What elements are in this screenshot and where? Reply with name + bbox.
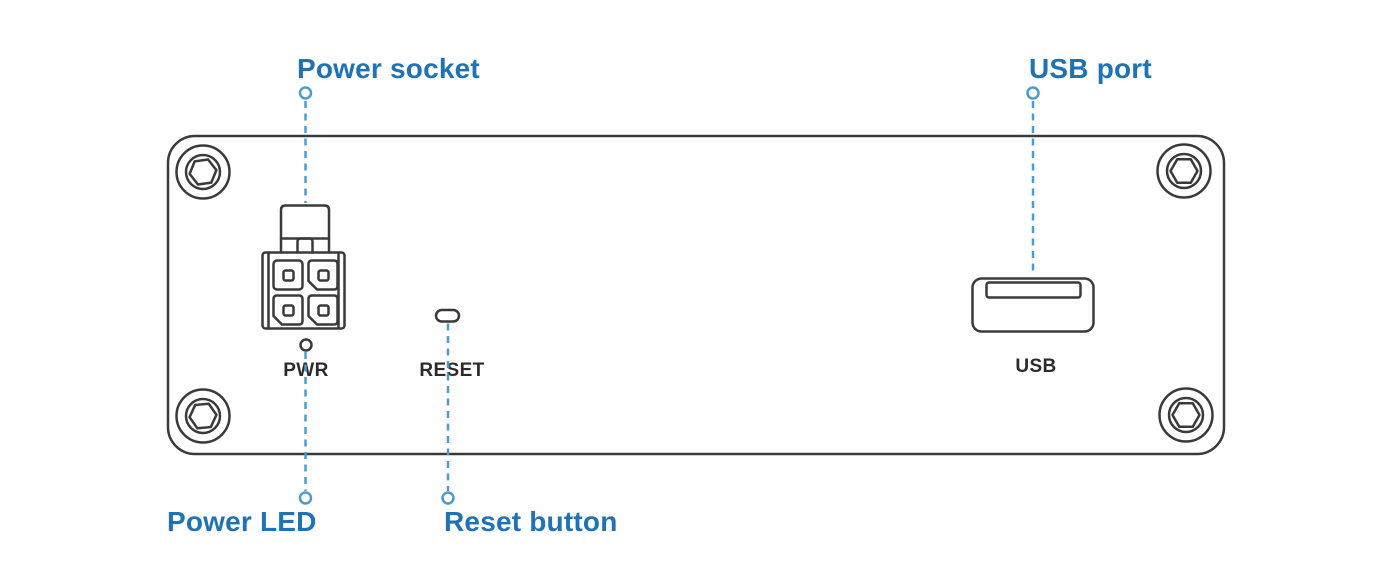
pin xyxy=(282,304,295,317)
leader-dot xyxy=(298,86,313,100)
callout-label-power-led: Power LED xyxy=(167,506,317,537)
pin xyxy=(317,269,330,282)
callout-label-usb-port: USB port xyxy=(1029,53,1152,84)
power-led-indicator xyxy=(299,338,313,352)
leader-dot xyxy=(1026,86,1040,100)
pin-cavity xyxy=(307,259,339,291)
leader-dot xyxy=(298,491,313,505)
pin xyxy=(317,304,330,317)
usb-housing xyxy=(971,277,1095,333)
screw-bottom-left-icon xyxy=(175,388,231,444)
pin-cavity xyxy=(272,259,304,291)
callout-label-reset-button: Reset button xyxy=(444,506,618,537)
pin-cavity xyxy=(307,294,339,326)
leader-reset-button xyxy=(441,323,455,505)
connector-latch-tab xyxy=(279,204,331,254)
power-socket-connector xyxy=(261,204,346,330)
reset-button-pinhole xyxy=(434,308,461,323)
leader-dot xyxy=(441,491,455,505)
panel-label-pwr: PWR xyxy=(283,360,329,381)
callout-label-power-socket: Power socket xyxy=(297,53,480,84)
pin xyxy=(282,269,295,282)
usb-tongue xyxy=(985,281,1082,299)
panel-label-reset: RESET xyxy=(419,360,485,381)
screw-top-left-icon xyxy=(175,144,231,200)
panel-label-usb: USB xyxy=(1015,356,1057,377)
leader-power-socket xyxy=(298,86,313,203)
connector-body xyxy=(261,251,346,330)
pin-cavity xyxy=(272,294,304,326)
screw-top-right-icon xyxy=(1156,143,1212,199)
leader-usb-port xyxy=(1026,86,1040,276)
screw-bottom-right-icon xyxy=(1158,387,1214,443)
usb-connector xyxy=(971,277,1095,333)
panel-outline xyxy=(166,134,1226,456)
